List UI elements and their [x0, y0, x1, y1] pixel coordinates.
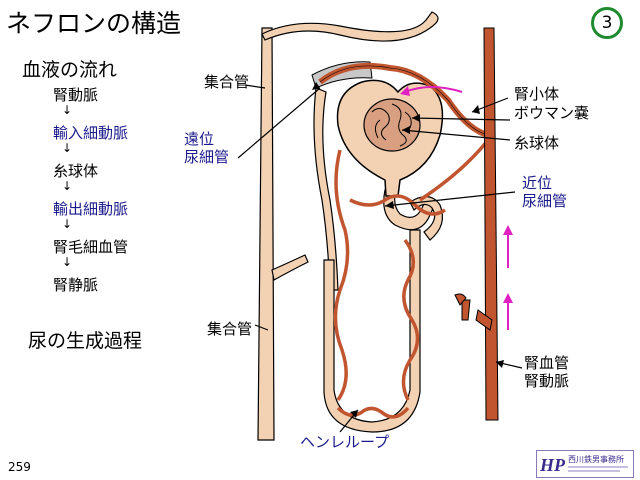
- flow-arrow-3: ↓: [62, 179, 73, 193]
- logo-mark: HP: [539, 455, 566, 475]
- logo-name: 西川鉄男事務所: [568, 454, 624, 464]
- renal-vessel-small: [454, 293, 467, 306]
- collecting-duct: [257, 27, 275, 441]
- slide-number-badge: 3: [591, 7, 623, 39]
- label-renal-artery: 腎動脈: [524, 372, 570, 390]
- connecting-tubule: [261, 11, 439, 42]
- flow-step-renal-artery: 腎動脈: [53, 86, 99, 104]
- label-glomerulus: 糸球体: [514, 134, 560, 152]
- urine-formation-heading: 尿の生成過程: [28, 330, 143, 352]
- renal-vein: [483, 27, 499, 421]
- flow-arrow-top: [404, 86, 463, 93]
- label-bowman-capsule: ボウマン嚢: [514, 104, 590, 122]
- proximal-tubule-2: [409, 196, 443, 241]
- loop-of-henle: [323, 229, 421, 433]
- page-title: ネフロンの構造: [6, 9, 182, 38]
- flow-step-capillaries: 腎毛細血管: [53, 238, 129, 256]
- glomerulus: [363, 98, 421, 152]
- label-loop-of-henle: ヘンレループ: [300, 433, 390, 451]
- flow-step-efferent-arteriole: 輸出細動脈: [53, 200, 129, 218]
- label-renal-vessel: 腎血管: [524, 354, 570, 372]
- collecting-duct-branch: [271, 254, 309, 281]
- blood-flow-heading: 血液の流れ: [22, 59, 118, 81]
- arteriole-arc-outline: [319, 65, 489, 136]
- flow-step-glomerulus: 糸球体: [53, 162, 99, 180]
- label-collecting-duct-top: 集合管: [204, 73, 250, 91]
- flow-step-renal-vein: 腎静脈: [53, 276, 99, 294]
- flow-arrow-5: ↓: [62, 255, 73, 269]
- peritubular-capillaries: [333, 138, 490, 419]
- flow-arrow-1: ↓: [62, 103, 73, 117]
- label-renal-corpuscle: 腎小体: [514, 85, 560, 103]
- flow-arrow-4: ↓: [62, 217, 73, 231]
- label-collecting-duct-bottom: 集合管: [207, 320, 253, 338]
- leader-lines: [237, 84, 523, 433]
- glomerulus-capillaries: [371, 103, 412, 147]
- page-number: 259: [8, 460, 31, 474]
- renal-artery-vessel: [461, 299, 493, 331]
- distal-tubule: [313, 87, 339, 291]
- label-distal-tubule-2: 尿細管: [184, 148, 230, 166]
- flow-step-afferent-arteriole: 輸入細動脈: [53, 124, 129, 142]
- flow-arrow-2: ↓: [62, 141, 73, 155]
- label-proximal-tubule-1: 近位: [522, 174, 553, 192]
- publisher-logo: HP 西川鉄男事務所: [536, 450, 634, 478]
- label-proximal-tubule-2: 尿細管: [522, 192, 568, 210]
- label-distal-tubule-1: 遠位: [184, 130, 215, 148]
